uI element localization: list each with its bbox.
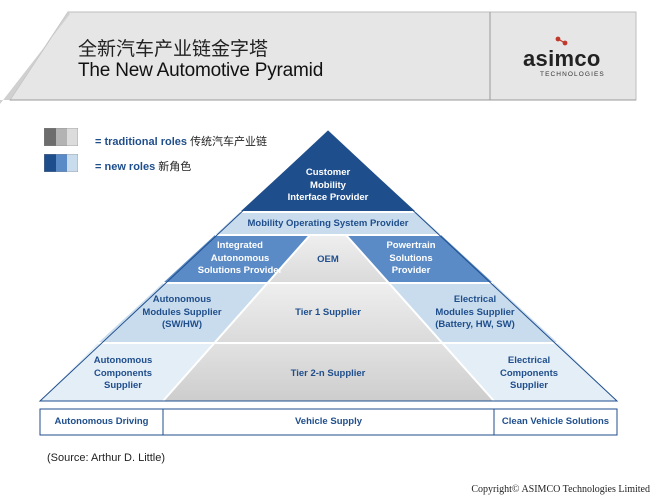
segment-tier2n (163, 343, 494, 401)
title-english: The New Automotive Pyramid (78, 60, 324, 81)
label-oem: OEM (317, 254, 339, 265)
legend-traditional-label: = traditional roles 传统汽车产业链 (95, 133, 267, 149)
segment-customer-interface (240, 131, 416, 212)
segment-oem (268, 235, 388, 283)
title-chinese: 全新汽车产业链金字塔 (78, 38, 269, 60)
header-panel (0, 11, 637, 104)
label-autonomous-components: Autonomous Components Supplier (93, 355, 153, 391)
logo-text: asimco (523, 46, 601, 71)
segment-tier1 (215, 283, 441, 343)
segment-autonomous-components (40, 343, 215, 401)
label-electrical-modules: Electrical Modules Supplier (Battery, HW… (435, 294, 515, 330)
label-customer-interface: Customer Mobility Interface Provider (287, 167, 369, 203)
segment-electrical-modules (388, 283, 558, 343)
legend-new-cn: 新角色 (158, 160, 192, 173)
legend-swatch-new (44, 154, 78, 172)
label-mobility-os: Mobility Operating System Provider (247, 218, 409, 229)
legend-new-en: = new roles (95, 161, 156, 173)
logo-subtext: TECHNOLOGIES (540, 71, 605, 78)
segment-mobility-os (215, 212, 441, 235)
base-bar (39, 408, 618, 436)
base-label-vehicle-supply: Vehicle Supply (294, 416, 363, 427)
label-tier2n: Tier 2-n Supplier (290, 368, 366, 379)
legend-new-label: = new roles 新角色 (95, 158, 191, 174)
base-label-autonomous-driving: Autonomous Driving (54, 416, 149, 427)
source-note: (Source: Arthur D. Little) (47, 452, 165, 464)
label-autonomous-modules: Autonomous Modules Supplier (SW/HW) (142, 294, 222, 330)
label-electrical-components: Electrical Components Supplier (499, 355, 559, 391)
label-powertrain: Powertrain Solutions Provider (386, 240, 436, 276)
logo-mark-icon (555, 36, 568, 46)
segment-autonomous-modules (98, 283, 268, 343)
segment-integrated-autonomous (163, 235, 310, 283)
segment-powertrain (346, 235, 493, 283)
legend-traditional-en: = traditional roles (95, 136, 187, 148)
label-tier1: Tier 1 Supplier (295, 307, 361, 318)
segment-electrical-components (441, 343, 617, 401)
label-integrated-autonomous: Integrated Autonomous Solutions Provider (197, 240, 283, 276)
legend-traditional-cn: 传统汽车产业链 (190, 135, 268, 148)
base-label-clean-vehicle: Clean Vehicle Solutions (501, 416, 610, 427)
legend-swatch-traditional (44, 128, 78, 146)
copyright-notice: Copyright© ASIMCO Technologies Limited (471, 484, 650, 495)
